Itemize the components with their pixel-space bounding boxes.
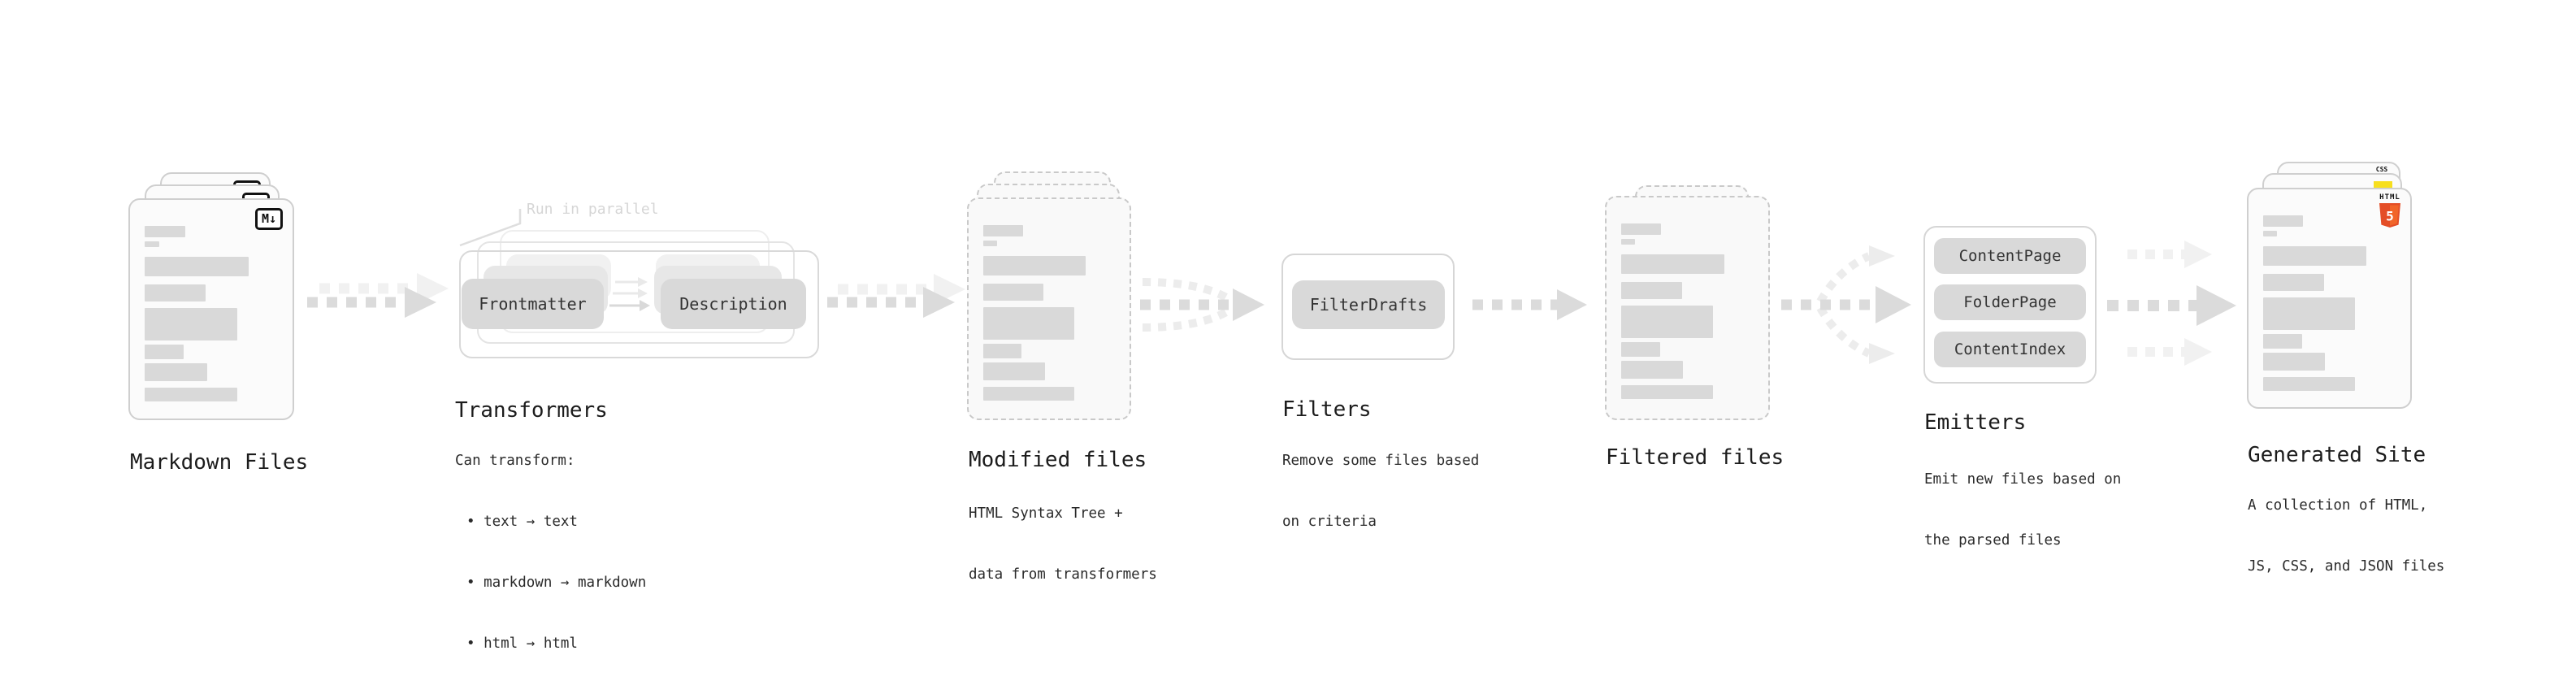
file-content-placeholder [1621,223,1750,399]
text-placeholder-bar [145,345,184,359]
text-placeholder-bar [2263,353,2326,371]
file-content-placeholder [145,226,275,401]
generated-site-description: A collection of HTML, JS, CSS, and JSON … [2248,455,2444,618]
emitter-node-folderpage: FolderPage [1934,284,2086,320]
text-placeholder-bar [145,284,206,301]
transformer-bullet: • html → html [466,635,578,652]
arrow-modified-to-filters [1140,278,1264,332]
section-title-generated-site: Generated Site [2248,442,2426,467]
section-title-transformers: Transformers [455,397,608,423]
text-placeholder-bar [2263,297,2355,330]
text-placeholder-bar [2263,334,2302,349]
file-content-placeholder [2263,215,2392,391]
text-placeholder-bar [983,284,1044,301]
description-line: on criteria [1282,514,1377,530]
file-content-placeholder [983,225,1112,401]
text-placeholder-bar [983,387,1075,401]
arrow-filtered-to-emitters [1781,245,1911,364]
parallel-frame-front [459,250,819,358]
text-placeholder-bar [2263,377,2355,391]
css-icon-label: CSS [2375,166,2388,173]
arrow-filters-to-filtered [1472,289,1587,320]
transformer-node-description: Description [661,279,806,329]
html5-shield-icon: 5 [2379,203,2400,228]
text-placeholder-bar [2263,246,2367,266]
text-placeholder-bar [1621,239,1636,245]
filters-description: Remove some files based on criteria [1282,410,1479,573]
file-card [967,197,1131,420]
description-line: data from transformers [969,566,1157,583]
modified-files-description: HTML Syntax Tree + data from transformer… [969,463,1157,626]
file-card [1605,196,1770,420]
emitter-node-contentindex: ContentIndex [1934,332,2086,367]
text-placeholder-bar [1621,342,1660,357]
text-placeholder-bar [2263,215,2304,227]
description-line: Emit new files based on [1924,471,2122,488]
text-placeholder-bar [983,256,1086,275]
arrow-emitters-to-generated [2107,241,2236,366]
text-placeholder-bar [1621,282,1682,299]
section-title-filters: Filters [1282,397,1372,422]
filter-node-filterdrafts: FilterDrafts [1292,280,1445,329]
text-placeholder-bar [1621,361,1684,379]
section-title-filtered-files: Filtered files [1606,445,1785,470]
transformer-bullet: • text → text [466,514,578,530]
description-line: A collection of HTML, [2248,497,2428,514]
markdown-icon: M↓ [254,208,283,230]
text-placeholder-bar [145,241,159,247]
run-in-parallel-label: Run in parallel [527,201,659,218]
html5-icon-label: HTML [2379,193,2400,202]
html5-icon-number: 5 [2386,209,2394,224]
text-placeholder-bar [2263,274,2324,291]
section-title-markdown-files: Markdown Files [130,449,309,475]
text-placeholder-bar [145,308,237,340]
text-placeholder-bar [145,363,207,381]
description-line: HTML Syntax Tree + [969,505,1123,522]
html5-icon: HTML 5 [2378,194,2402,231]
text-placeholder-bar [1621,254,1725,274]
text-placeholder-bar [2263,231,2278,236]
section-title-emitters: Emitters [1924,410,2027,435]
description-line: Remove some files based [1282,453,1480,469]
text-placeholder-bar [983,344,1022,358]
text-placeholder-bar [983,225,1023,236]
emitter-node-contentpage: ContentPage [1934,238,2086,274]
text-placeholder-bar [1621,385,1713,399]
description-line: the parsed files [1924,532,2062,549]
text-placeholder-bar [983,362,1045,380]
text-placeholder-bar [145,257,249,276]
arrow-markdown-to-transformers [307,273,449,318]
file-card: M↓ [128,198,294,420]
transformers-description: Can transform: • text → text • markdown … [455,410,646,681]
transformer-bullet: • markdown → markdown [466,575,647,591]
section-title-modified-files: Modified files [969,447,1147,472]
emitters-description: Emit new files based on the parsed files [1924,429,2121,592]
text-placeholder-bar [1621,223,1662,235]
description-line: JS, CSS, and JSON files [2248,558,2445,575]
transformer-node-frontmatter: Frontmatter [462,279,604,329]
text-placeholder-bar [1621,306,1713,338]
transformers-heading: Can transform: [455,453,575,469]
text-placeholder-bar [145,388,237,401]
arrow-transformers-to-modified [827,274,965,318]
text-placeholder-bar [145,226,185,237]
text-placeholder-bar [983,241,998,246]
file-card-html: HTML 5 [2247,188,2412,409]
text-placeholder-bar [983,307,1075,340]
